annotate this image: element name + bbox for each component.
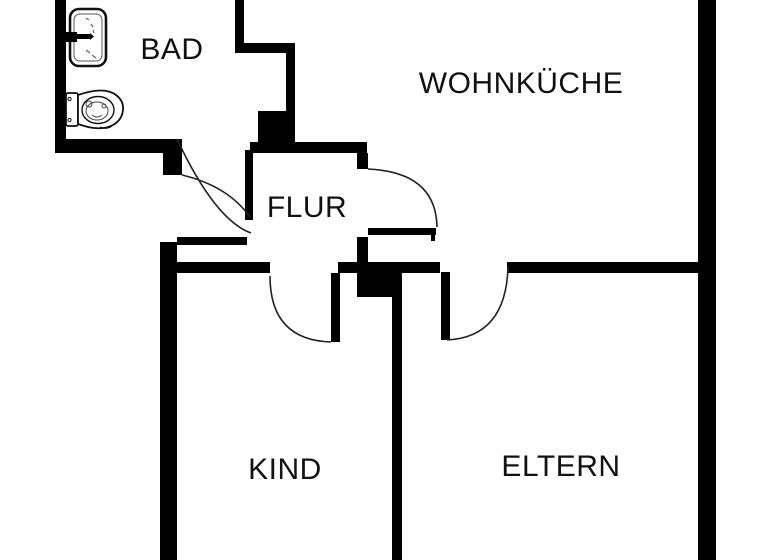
wall-bad-right-upper <box>235 0 244 46</box>
wall-bad-door-jamb <box>163 153 182 175</box>
washbasin-icon <box>64 7 108 68</box>
eltern-door-leaf <box>441 272 450 340</box>
wall-flur-top <box>250 142 367 153</box>
wall-kind-top <box>177 262 270 273</box>
kind-door-swing-arc <box>269 275 332 343</box>
toilet-icon <box>65 89 125 130</box>
wohnkueche-door-leaf-end <box>431 228 435 241</box>
wall-bad-bottom <box>55 139 182 153</box>
wall-kind-eltern-divider <box>392 297 402 560</box>
room-label-flur: FLUR <box>266 191 348 224</box>
bad-door-swing-arc-1 <box>176 138 252 234</box>
wall-wohnkueche-bottom-left <box>338 262 440 273</box>
room-label-eltern: ELTERN <box>501 450 621 483</box>
flur-wohnkueche-door-swing-arc <box>367 168 438 228</box>
wall-step-block <box>258 111 295 142</box>
door-swing-arcs <box>176 138 509 343</box>
wall-flur-right-jamb <box>357 153 368 169</box>
wall-bad-step-horizontal <box>235 43 295 53</box>
bad-door-swing-arc-2 <box>181 174 251 218</box>
walls <box>55 0 716 560</box>
kind-door-leaf <box>331 273 340 342</box>
wall-wohnkueche-bottom-right <box>507 262 716 273</box>
eltern-door-swing-arc <box>446 266 509 341</box>
wall-outer-left <box>160 242 177 560</box>
room-label-wohnkueche: WOHNKÜCHE <box>418 67 624 100</box>
wall-flur-left <box>245 150 253 220</box>
wall-flur-right-lower <box>357 237 368 263</box>
room-label-kind: KIND <box>248 453 322 486</box>
wall-bad-right-lower <box>286 43 295 113</box>
wall-flur-bottom-thin <box>177 237 247 245</box>
wall-bad-left <box>55 0 66 153</box>
wall-outer-right <box>698 0 716 560</box>
room-label-bad: BAD <box>140 33 204 66</box>
wohnkueche-door-leaf <box>368 228 436 235</box>
